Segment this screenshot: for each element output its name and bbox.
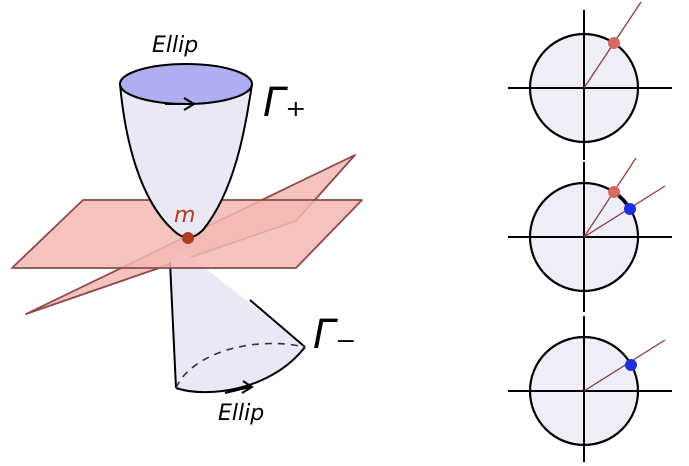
upper-cone-top-ellipse [119,63,253,105]
ellip-bottom-label: Ellip [218,401,264,426]
blue-dot [624,203,636,215]
lower-cone-right-edge [249,299,306,348]
upper-cone [119,63,253,239]
lower-rim-arrow [224,380,254,394]
cone-figure [11,63,363,394]
blue-dot [625,359,637,371]
gamma-plus-label: Γ₊ [263,80,306,126]
panel-top [508,1,672,160]
red-dot [608,186,620,198]
point-m [182,232,194,244]
lower-cone-surface [170,249,305,393]
lower-cone-left-edge [169,261,177,389]
red-dot [608,37,620,49]
panel-middle [508,157,672,312]
ellip-top-label: Ellip [152,33,198,58]
gamma-minus-label: Γ₋ [313,312,356,358]
lower-cone-rim-front [175,346,306,394]
ray-red [583,157,637,238]
panel-bottom [508,316,672,462]
upper-rim-arrow [165,97,196,111]
point-m-label: m [174,203,195,228]
lower-cone [169,249,306,394]
ray-blue [583,339,666,392]
ray-blue [583,185,666,238]
